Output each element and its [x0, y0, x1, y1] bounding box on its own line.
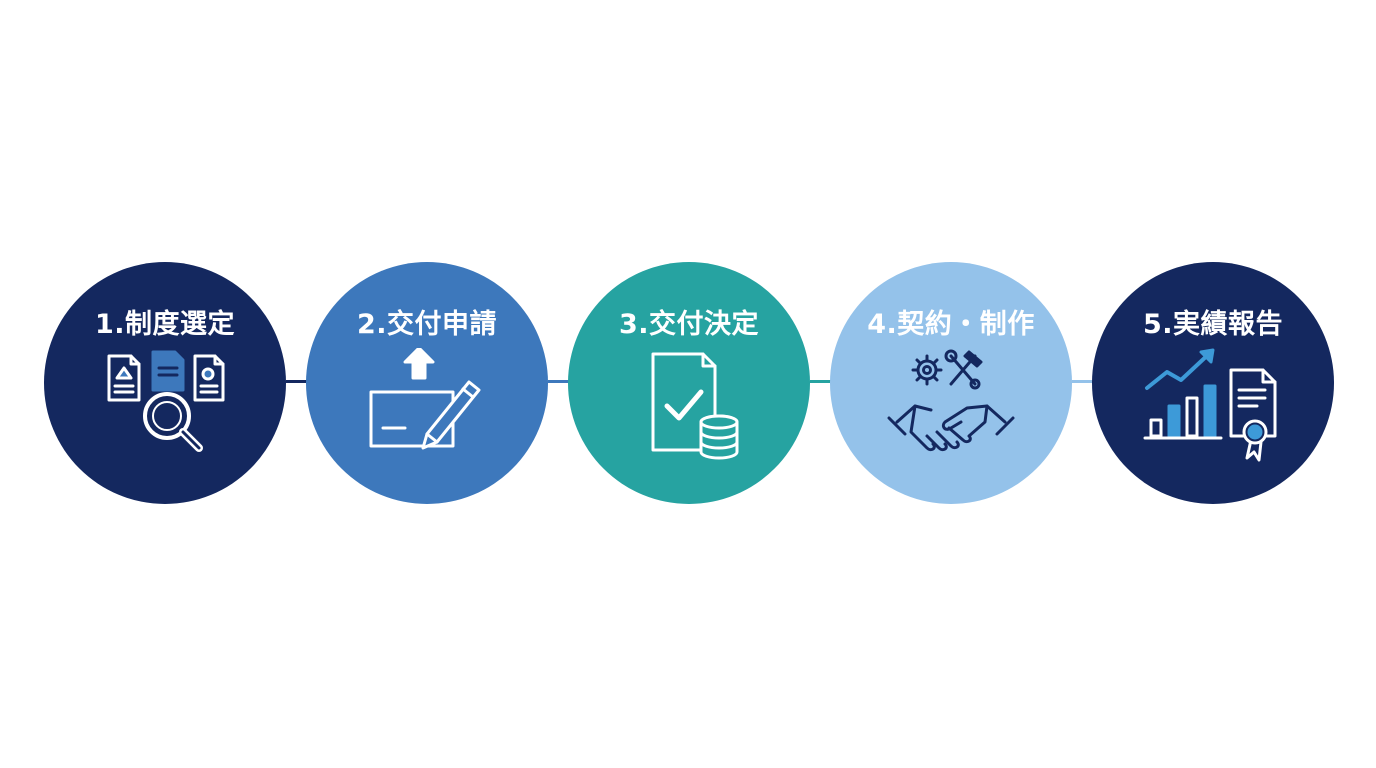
approved-document-coins-icon: [651, 352, 739, 460]
step-2-application: 2.交付申請: [306, 262, 548, 504]
step-5-report: 5.実績報告: [1092, 262, 1334, 504]
step-4-contract-production: 4.契約・制作: [830, 262, 1072, 504]
handshake-icon: [887, 404, 1015, 452]
upload-form-pen-icon: [369, 348, 481, 450]
step-1-selection: 1.制度選定: [44, 262, 286, 504]
gear-icon: [911, 354, 943, 386]
step-5-label: 5.実績報告: [1142, 309, 1284, 340]
tools-icon: [944, 349, 983, 390]
gear-tools-handshake-icon: [887, 349, 1015, 452]
document-search-icon: [107, 350, 225, 452]
step-3-label: 3.交付決定: [618, 309, 760, 340]
step-2-label: 2.交付申請: [356, 309, 498, 340]
step-4-label: 4.契約・制作: [867, 309, 1035, 340]
step-1-label: 1.制度選定: [94, 309, 236, 340]
growth-chart-certificate-icon: [1143, 348, 1277, 462]
step-3-decision: 3.交付決定: [568, 262, 810, 504]
